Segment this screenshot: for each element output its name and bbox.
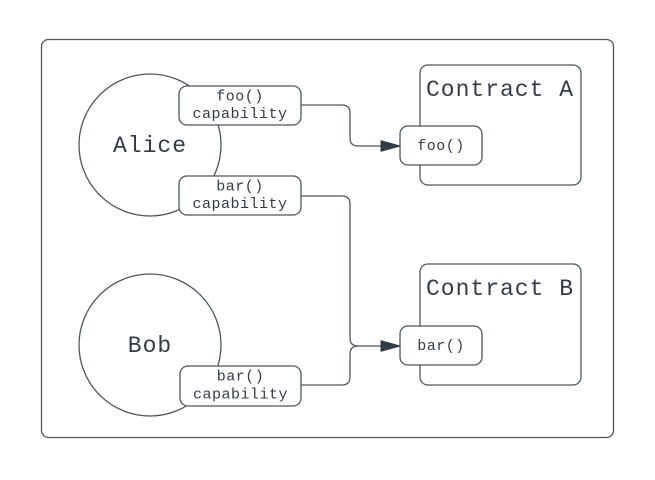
edge-alice-bar-capability xyxy=(300,195,359,347)
actor-label-alice: Alice xyxy=(113,133,187,159)
function-label-bar: bar() xyxy=(417,338,465,355)
capability-alice-bar-line1: bar() xyxy=(216,179,264,196)
edge-foo-capability-to-contract-a xyxy=(300,104,382,147)
capability-box-bob-bar xyxy=(179,365,302,407)
actor-label-bob: Bob xyxy=(128,333,172,359)
capability-box-alice-bar xyxy=(178,175,302,216)
capability-bob-bar-line1: bar() xyxy=(217,369,265,386)
edge-bob-bar-capability xyxy=(300,345,359,386)
capability-box-alice-foo xyxy=(178,85,302,126)
contract-a-title: Contract A xyxy=(426,77,574,103)
capability-alice-foo-line2: capability xyxy=(192,106,287,123)
arrowhead-into-foo xyxy=(380,140,401,152)
contract-b-title: Contract B xyxy=(426,276,574,302)
function-label-foo: foo() xyxy=(417,138,465,155)
capability-alice-foo-line1: foo() xyxy=(216,89,264,106)
capability-bob-bar-line2: capability xyxy=(193,387,288,404)
capability-alice-bar-line2: capability xyxy=(192,196,287,213)
arrowhead-into-bar xyxy=(380,340,401,352)
diagram-outer-frame xyxy=(40,38,615,439)
